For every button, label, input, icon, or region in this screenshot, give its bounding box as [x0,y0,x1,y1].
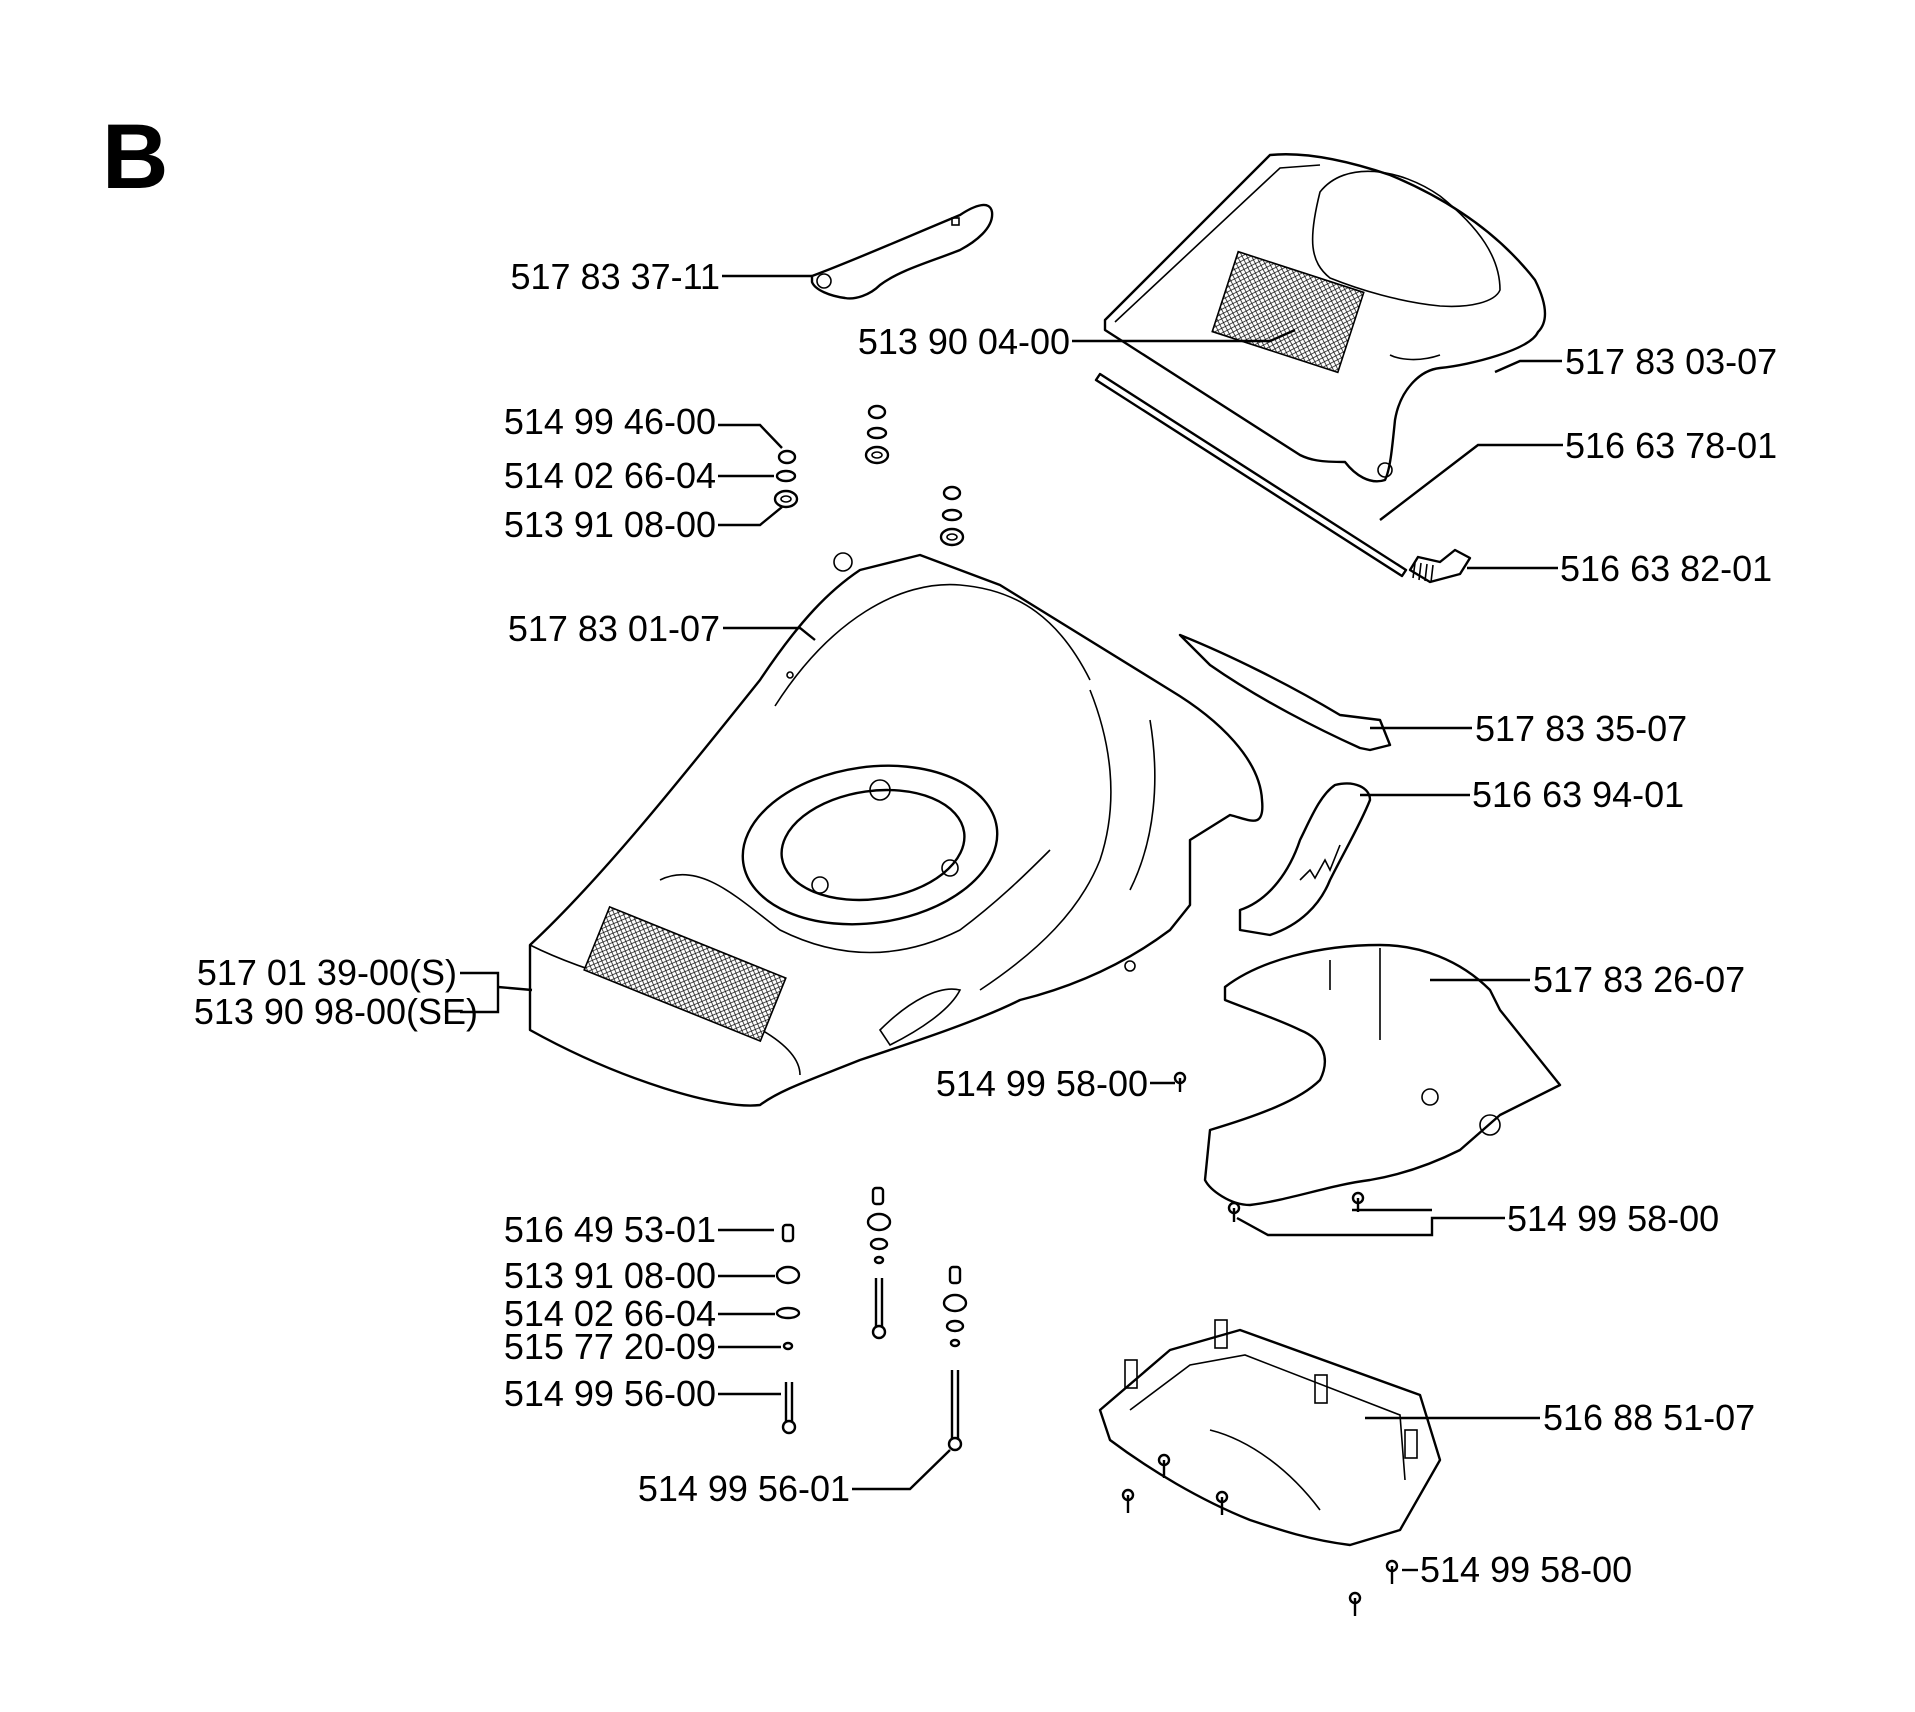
nut-stack-1 [773,449,799,509]
callout-516-88-51-07: 516 88 51-07 [1543,1397,1755,1438]
callout-517-83-37-11: 517 83 37-11 [510,256,720,297]
callout-516-63-94-01: 516 63 94-01 [1472,774,1684,815]
rear-guard-part [1203,943,1562,1207]
screw-2 [1227,1201,1241,1222]
callout-517-83-03-07: 517 83 03-07 [1565,341,1777,382]
callout-516-63-78-01: 516 63 78-01 [1565,425,1777,466]
leader-lines [460,274,1563,1572]
cover-part [1103,153,1547,483]
height-adjuster-part [1238,782,1372,937]
callout-labels: 517 83 37-11 513 90 04-00 517 83 03-07 5… [194,256,1777,1590]
callout-516-63-82-01: 516 63 82-01 [1560,548,1772,589]
callout-514-99-58-00-right: 514 99 58-00 [1507,1198,1719,1239]
deck-body-part [528,552,1264,1107]
callout-514-99-56-01: 514 99 56-01 [638,1468,850,1509]
spring-part [1408,548,1472,584]
screw-1 [1173,1071,1187,1092]
callout-517-83-01-07: 517 83 01-07 [508,608,720,649]
fastener-stack-left [775,1223,801,1435]
callout-517-83-26-07: 517 83 26-07 [1533,959,1745,1000]
hinge-rod-part [1094,372,1408,578]
section-letter: B [102,106,168,208]
callout-513-91-08-00-bottom: 513 91 08-00 [504,1255,716,1296]
callout-514-99-58-00-mid: 514 99 58-00 [936,1063,1148,1104]
callout-514-02-66-04-bottom: 514 02 66-04 [504,1293,716,1334]
callout-514-99-58-00-bottom: 514 99 58-00 [1420,1549,1632,1590]
callout-514-02-66-04-top: 514 02 66-04 [504,455,716,496]
screw-4 [1157,1453,1171,1478]
screw-8 [1348,1591,1362,1616]
callout-513-90-98-00-se: 513 90 98-00(SE) [194,991,478,1032]
deflector-flap-part [1178,633,1392,752]
fastener-stack-middle [866,1186,892,1340]
nut-stack-3 [939,485,965,547]
callout-517-01-39-00-s: 517 01 39-00(S) [197,952,457,993]
base-tray-part [1098,1319,1442,1547]
callout-517-83-35-07: 517 83 35-07 [1475,708,1687,749]
callout-515-77-20-09: 515 77 20-09 [504,1326,716,1367]
fastener-stack-right [942,1265,968,1452]
screw-7 [1385,1559,1399,1584]
callout-513-90-04-00: 513 90 04-00 [858,321,1070,362]
callout-514-99-56-00: 514 99 56-00 [504,1373,716,1414]
screw-3 [1351,1191,1365,1212]
screw-5 [1121,1488,1135,1513]
callout-513-91-08-00-top: 513 91 08-00 [504,504,716,545]
nut-stack-2 [864,404,890,465]
callout-516-49-53-01: 516 49 53-01 [504,1209,716,1250]
handle-bracket-part [810,203,994,300]
screw-6 [1215,1490,1229,1515]
callout-514-99-46-00: 514 99 46-00 [504,401,716,442]
